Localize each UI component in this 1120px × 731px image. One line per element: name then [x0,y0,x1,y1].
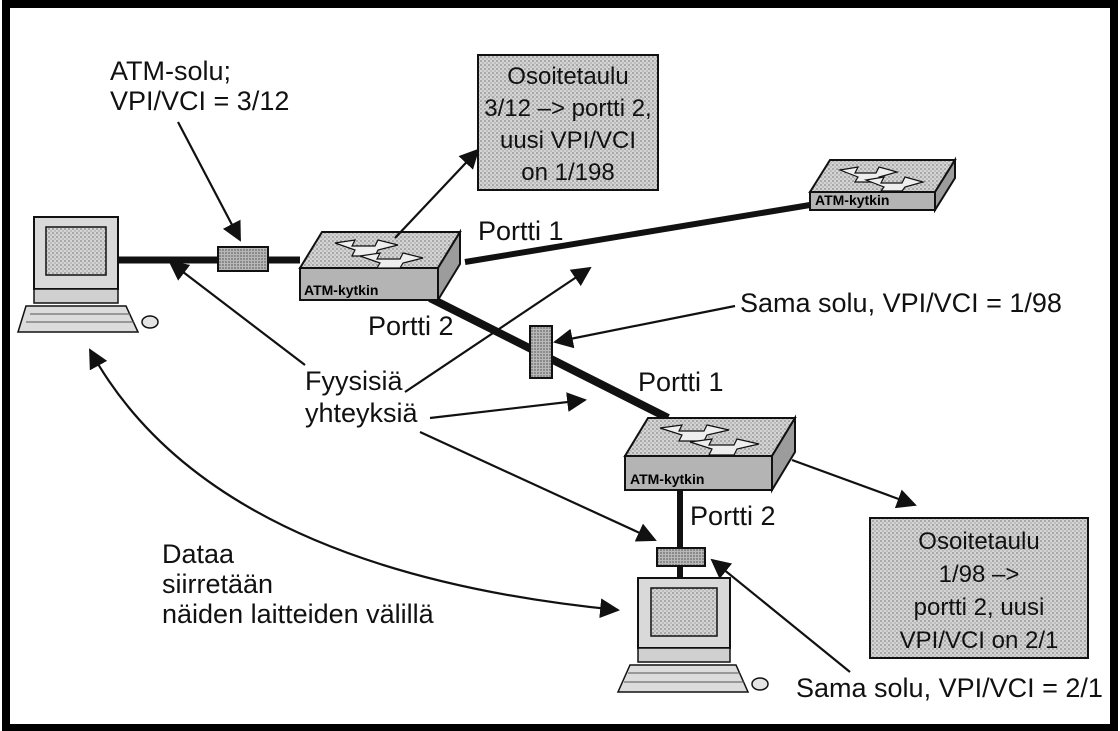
arrow-same-cell-2 [710,558,851,673]
switch-top-right-label: ATM-kytkin [815,192,889,208]
address-table-bottom: Osoitetaulu 1/98 –> portti 2, uusi VPI/V… [869,517,1089,659]
arrow-to-table-top [394,148,480,239]
address-table-top: Osoitetaulu 3/12 –> portti 2, uusi VPI/V… [477,54,659,191]
arrow-physical-link-4 [419,431,657,542]
table-top-line1: Osoitetaulu [507,63,628,90]
arrow-atm-cell [177,121,241,242]
link-switch-left-switch-topright [464,202,811,265]
atm-cell-label-line2: VPI/VCI = 3/12 [110,86,289,116]
data-transfer-label-line2: siirretään [162,569,273,599]
arrow-physical-link-3 [429,392,587,420]
same-cell-1-label: Sama solu, VPI/VCI = 1/98 [740,288,1062,318]
arrow-to-table-bottom [791,458,917,509]
switch-middle-label: ATM-kytkin [630,471,704,487]
physical-links-label-line2: yhteyksiä [305,398,419,428]
port2-left-label: Portti 2 [368,311,454,341]
table-top-line3: uusi VPI/VCI [500,127,636,154]
physical-links-label-line1: Fyysisiä [305,366,403,396]
same-cell-2-label: Sama solu, VPI/VCI = 2/1 [796,673,1103,703]
atm-switch-top-right: ATM-kytkin [808,156,957,214]
atm-switch-middle: ATM-kytkin [623,414,797,494]
atm-cell-label-line1: ATM-solu; [110,56,231,86]
table-top-line4: on 1/198 [521,159,614,186]
table-top-line2: 3/12 –> portti 2, [484,95,651,122]
arrow-same-cell-1 [553,304,736,349]
atm-cell-3 [656,547,706,567]
data-transfer-label-line1: Dataa [162,539,235,569]
arrow-data-transfer [89,348,620,619]
port2-bottom-label: Portti 2 [690,501,776,531]
computer-icon [16,216,159,333]
data-transfer-label-line3: näiden laitteiden välillä [162,599,435,629]
table-bottom-line1: Osoitetaulu [918,528,1039,555]
table-bottom-line3: portti 2, uusi [914,594,1045,621]
atm-switch-left: ATM-kytkin [298,228,462,304]
atm-cell-1 [217,246,269,272]
port1-top-label: Portti 1 [478,216,564,246]
table-bottom-line4: VPI/VCI on 2/1 [900,627,1059,654]
arrow-physical-link-1 [168,260,306,366]
switch-left-label: ATM-kytkin [304,282,378,298]
computer-icon [616,577,769,693]
atm-cell-2 [529,325,553,379]
table-bottom-line2: 1/98 –> [939,561,1020,588]
port1-mid-label: Portti 1 [638,367,724,397]
